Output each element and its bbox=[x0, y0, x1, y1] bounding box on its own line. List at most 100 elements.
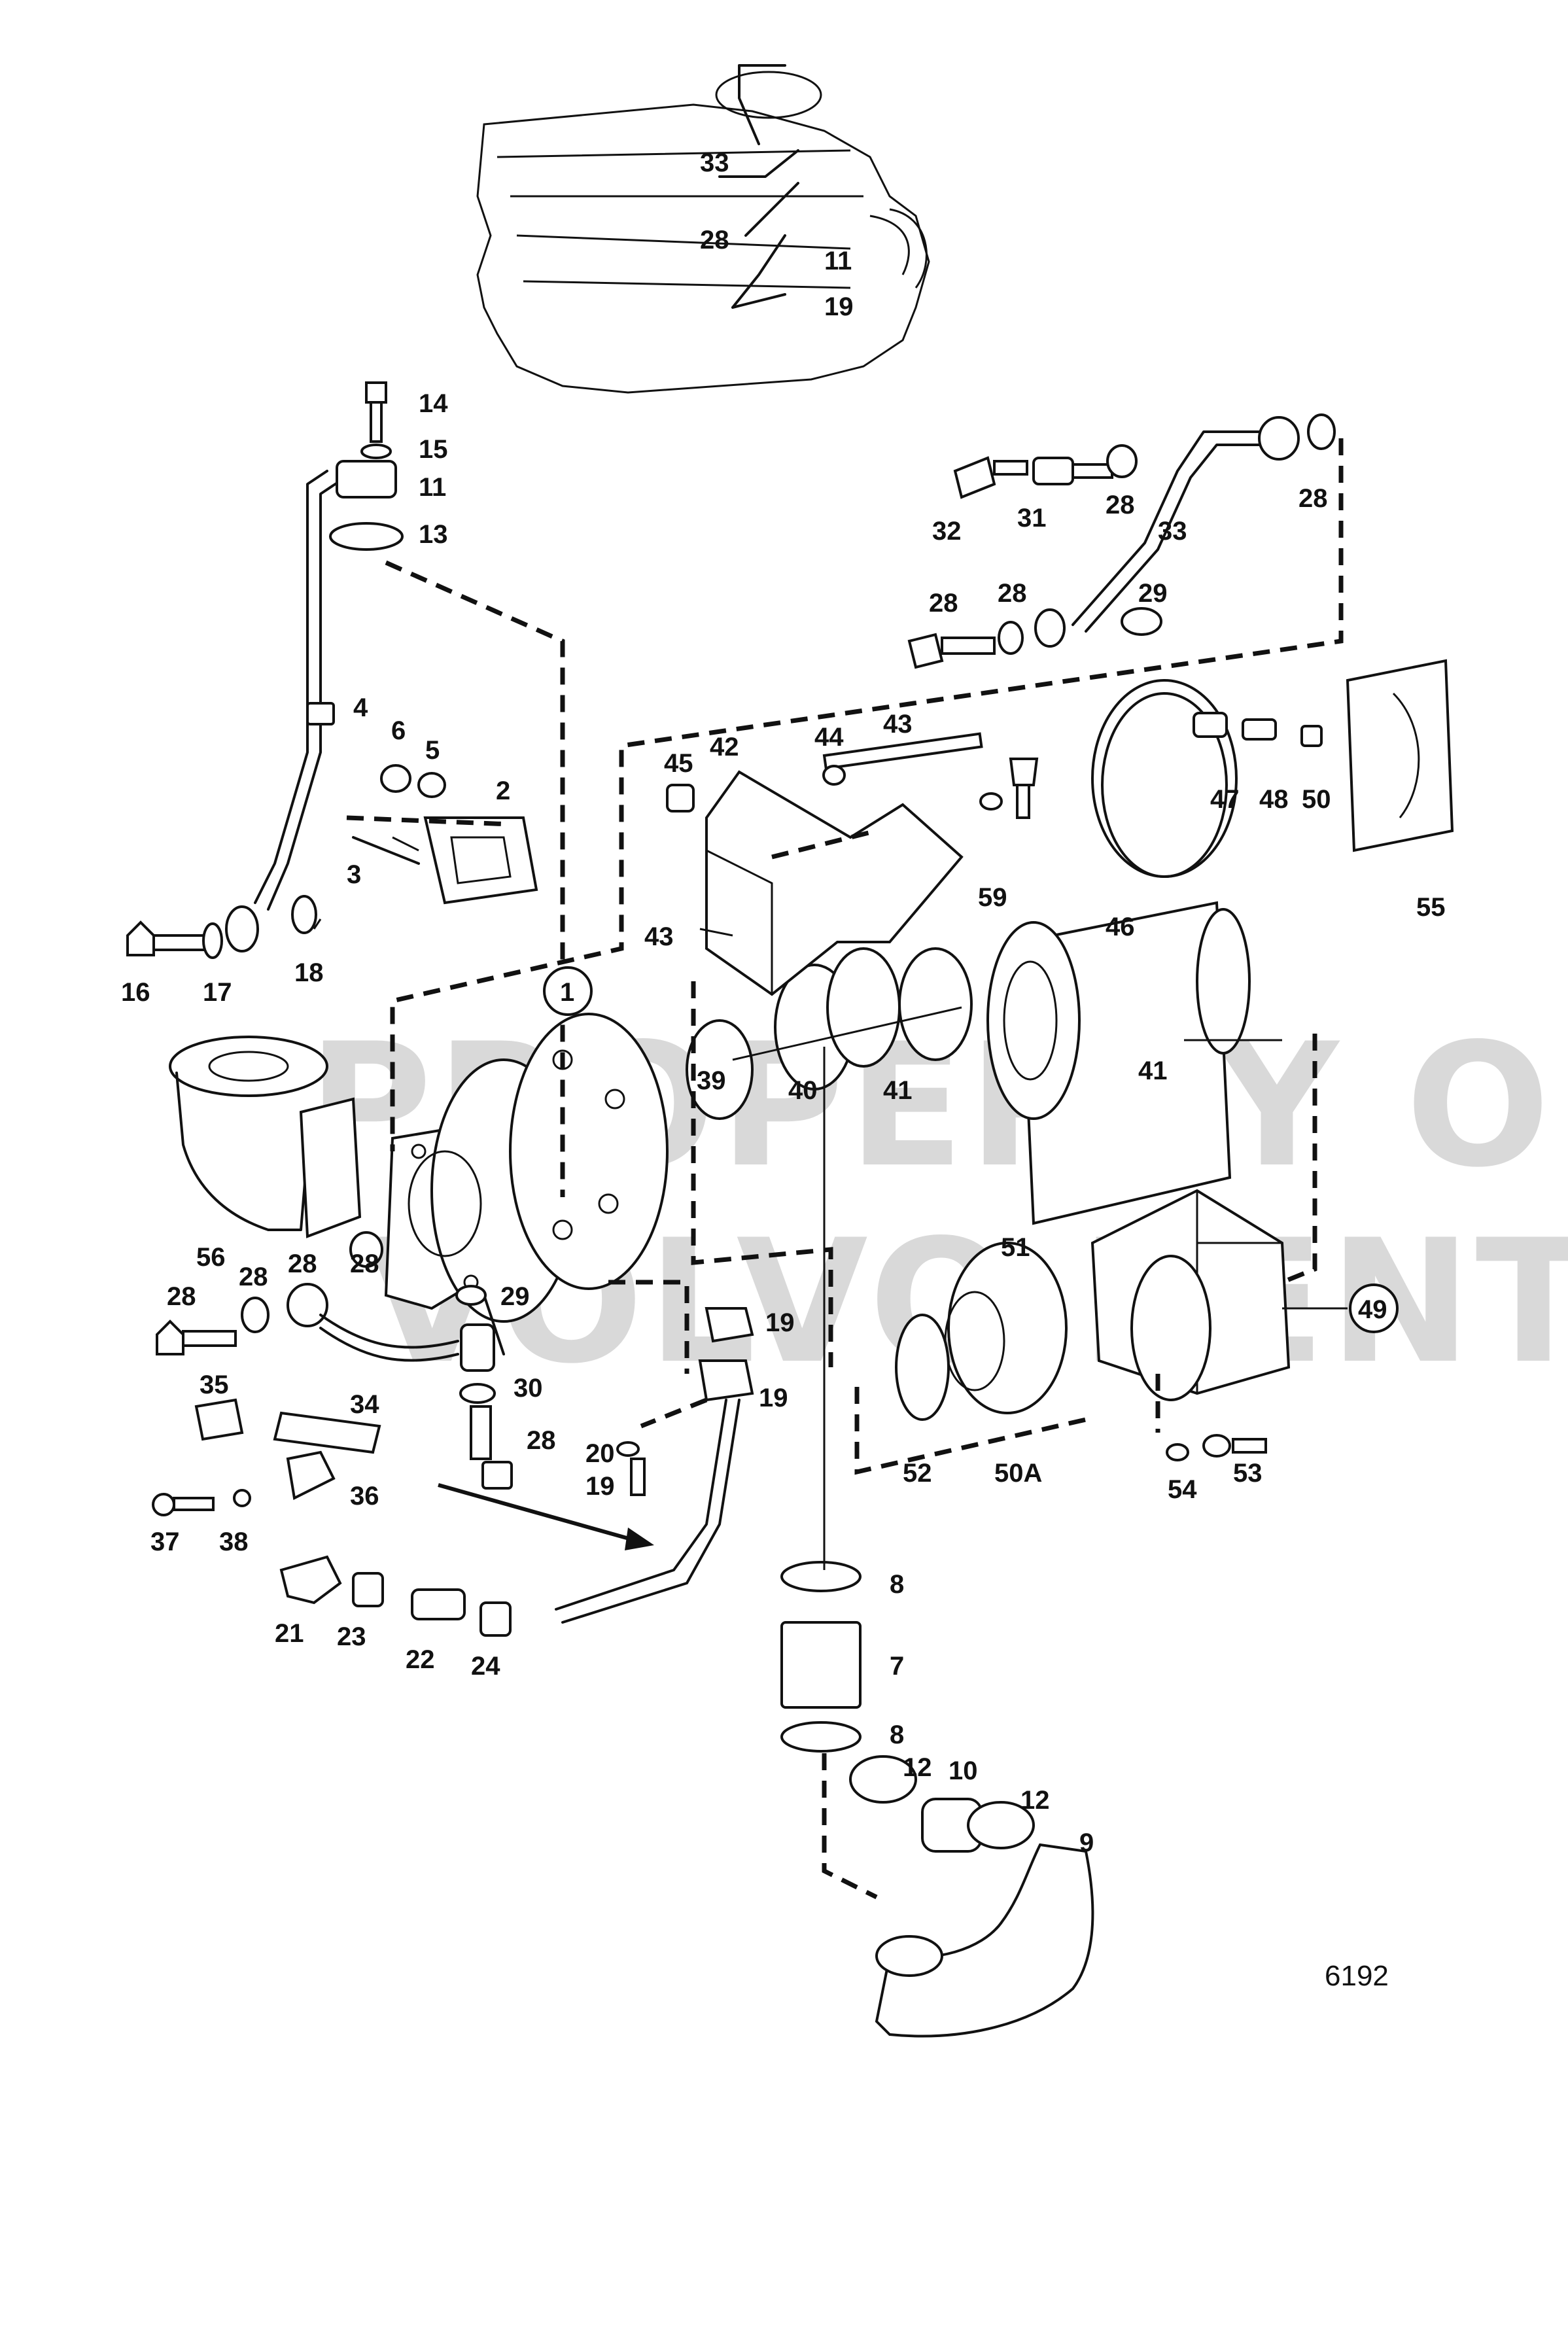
callout-13: 13 bbox=[419, 520, 448, 549]
callout-10: 10 bbox=[949, 1756, 978, 1785]
callout-5: 5 bbox=[425, 736, 440, 765]
callout-17: 17 bbox=[203, 978, 232, 1007]
mounting-clips bbox=[152, 1398, 381, 1516]
callout-27-top: 28 bbox=[929, 589, 958, 618]
callout-26: 28 bbox=[288, 1249, 317, 1278]
band-clamp-45 bbox=[1091, 679, 1323, 878]
callout-16: 16 bbox=[121, 978, 150, 1007]
callout-35: 37 bbox=[150, 1528, 180, 1556]
callout-36: 38 bbox=[219, 1528, 249, 1556]
bracket-41 bbox=[705, 770, 964, 996]
callout-27-left: 28 bbox=[167, 1282, 196, 1311]
callout-11-a: 12 bbox=[903, 1753, 932, 1782]
callout-55: 56 bbox=[196, 1243, 226, 1272]
drawing-number: 6192 bbox=[1325, 1960, 1389, 1992]
callout-12-top: 11 bbox=[824, 247, 852, 275]
callout-41: 43 bbox=[644, 922, 674, 951]
callout-9: 9 bbox=[1079, 1828, 1094, 1857]
callout-14: 14 bbox=[419, 389, 448, 418]
lower-hoses-7-11 bbox=[780, 1561, 1094, 2038]
callout-52: 53 bbox=[1233, 1459, 1263, 1488]
callout-2: 2 bbox=[496, 777, 510, 805]
callout-28-a: 28 bbox=[1106, 491, 1135, 519]
oil-return-pipe-31 bbox=[907, 413, 1336, 669]
callout-49: 49 bbox=[1358, 1295, 1387, 1324]
leader-lines bbox=[313, 836, 1348, 1310]
callout-30: 32 bbox=[932, 517, 962, 546]
flange-gasket-2 bbox=[306, 702, 538, 905]
callout-29: 31 bbox=[1017, 504, 1047, 533]
callout-12: 11 bbox=[419, 473, 446, 502]
callout-31: 33 bbox=[1158, 517, 1187, 546]
callout-23: 21 bbox=[275, 1619, 304, 1648]
callout-45: 46 bbox=[1106, 913, 1135, 941]
hose-fittings-23-25 bbox=[279, 1555, 512, 1637]
callout-19-top: 19 bbox=[824, 292, 854, 321]
callout-28-c1: 29 bbox=[500, 1282, 530, 1311]
callout-37: 39 bbox=[697, 1066, 726, 1095]
direction-arrow bbox=[438, 1483, 654, 1550]
bolt-14 bbox=[360, 381, 392, 459]
callout-50: 50A bbox=[994, 1459, 1042, 1488]
callout-54: 55 bbox=[1416, 893, 1446, 922]
hose-clamps-37-39 bbox=[686, 947, 973, 1120]
assembly-dashed-lines bbox=[346, 438, 1344, 1900]
callout-circle-1 bbox=[543, 966, 593, 1016]
air-filter-40 bbox=[986, 901, 1251, 1225]
exhaust-elbow-55 bbox=[169, 1036, 362, 1238]
callout-44: 45 bbox=[664, 749, 693, 778]
callout-25-b: 24 bbox=[471, 1652, 500, 1681]
callout-27-c: 28 bbox=[527, 1426, 556, 1455]
callout-28-left: 28 bbox=[239, 1263, 268, 1291]
callout-28-c2: 30 bbox=[514, 1374, 543, 1403]
heat-shield-plate-54 bbox=[1346, 659, 1454, 852]
callout-43: 44 bbox=[814, 723, 844, 752]
callout-11-b: 12 bbox=[1020, 1786, 1050, 1815]
oil-feed-pipe bbox=[254, 460, 404, 911]
callout-48: 50 bbox=[1302, 785, 1331, 814]
callout-7: 7 bbox=[890, 1652, 904, 1681]
callout-28-mid: 28 bbox=[350, 1249, 379, 1278]
engine-overview-sketch bbox=[476, 64, 930, 394]
callout-41-top: 42 bbox=[710, 733, 739, 761]
callout-34: 36 bbox=[350, 1482, 379, 1511]
callout-46: 47 bbox=[1210, 785, 1240, 814]
turbo-compressor-housing-49 bbox=[895, 1189, 1291, 1461]
callout-25-a: 23 bbox=[337, 1622, 366, 1651]
callout-28-c: 28 bbox=[998, 579, 1027, 608]
callout-50A: 51 bbox=[1001, 1233, 1030, 1262]
callout-31-top: 33 bbox=[700, 148, 729, 177]
callout-3: 3 bbox=[347, 860, 361, 889]
callout-21: 19 bbox=[585, 1472, 615, 1501]
callout-32: 34 bbox=[350, 1390, 379, 1419]
callout-20: 19 bbox=[765, 1308, 795, 1337]
drain-pipe-19 bbox=[555, 1307, 754, 1624]
callout-8-a: 8 bbox=[890, 1570, 904, 1599]
callout-15: 15 bbox=[419, 435, 448, 464]
banjo-bolt-16 bbox=[126, 895, 317, 959]
callout-circle-49 bbox=[1349, 1284, 1399, 1333]
callout-22: 20 bbox=[585, 1439, 615, 1468]
callout-40: 41 bbox=[1138, 1056, 1168, 1085]
callout-26-top: 28 bbox=[700, 226, 729, 254]
callout-51: 52 bbox=[903, 1459, 932, 1488]
callout-19: 19 bbox=[759, 1384, 788, 1412]
callout-28-b: 28 bbox=[1298, 484, 1328, 513]
callout-1: 1 bbox=[560, 978, 574, 1007]
callout-38: 40 bbox=[788, 1076, 818, 1105]
callout-8-b: 8 bbox=[890, 1720, 904, 1749]
callout-18: 18 bbox=[294, 958, 324, 987]
callout-24: 22 bbox=[406, 1645, 435, 1674]
callout-28-d: 29 bbox=[1138, 579, 1168, 608]
callout-6: 6 bbox=[391, 716, 406, 745]
callout-33: 35 bbox=[200, 1371, 229, 1399]
callout-4: 4 bbox=[353, 693, 368, 722]
banjo-pipe-26 bbox=[156, 1231, 459, 1362]
bracket-bolts bbox=[666, 732, 1039, 819]
callout-42: 43 bbox=[883, 710, 913, 739]
callout-53: 54 bbox=[1168, 1475, 1197, 1504]
callout-47: 48 bbox=[1259, 785, 1289, 814]
adapter-fitting bbox=[455, 1285, 513, 1490]
callout-56: 59 bbox=[978, 883, 1007, 912]
